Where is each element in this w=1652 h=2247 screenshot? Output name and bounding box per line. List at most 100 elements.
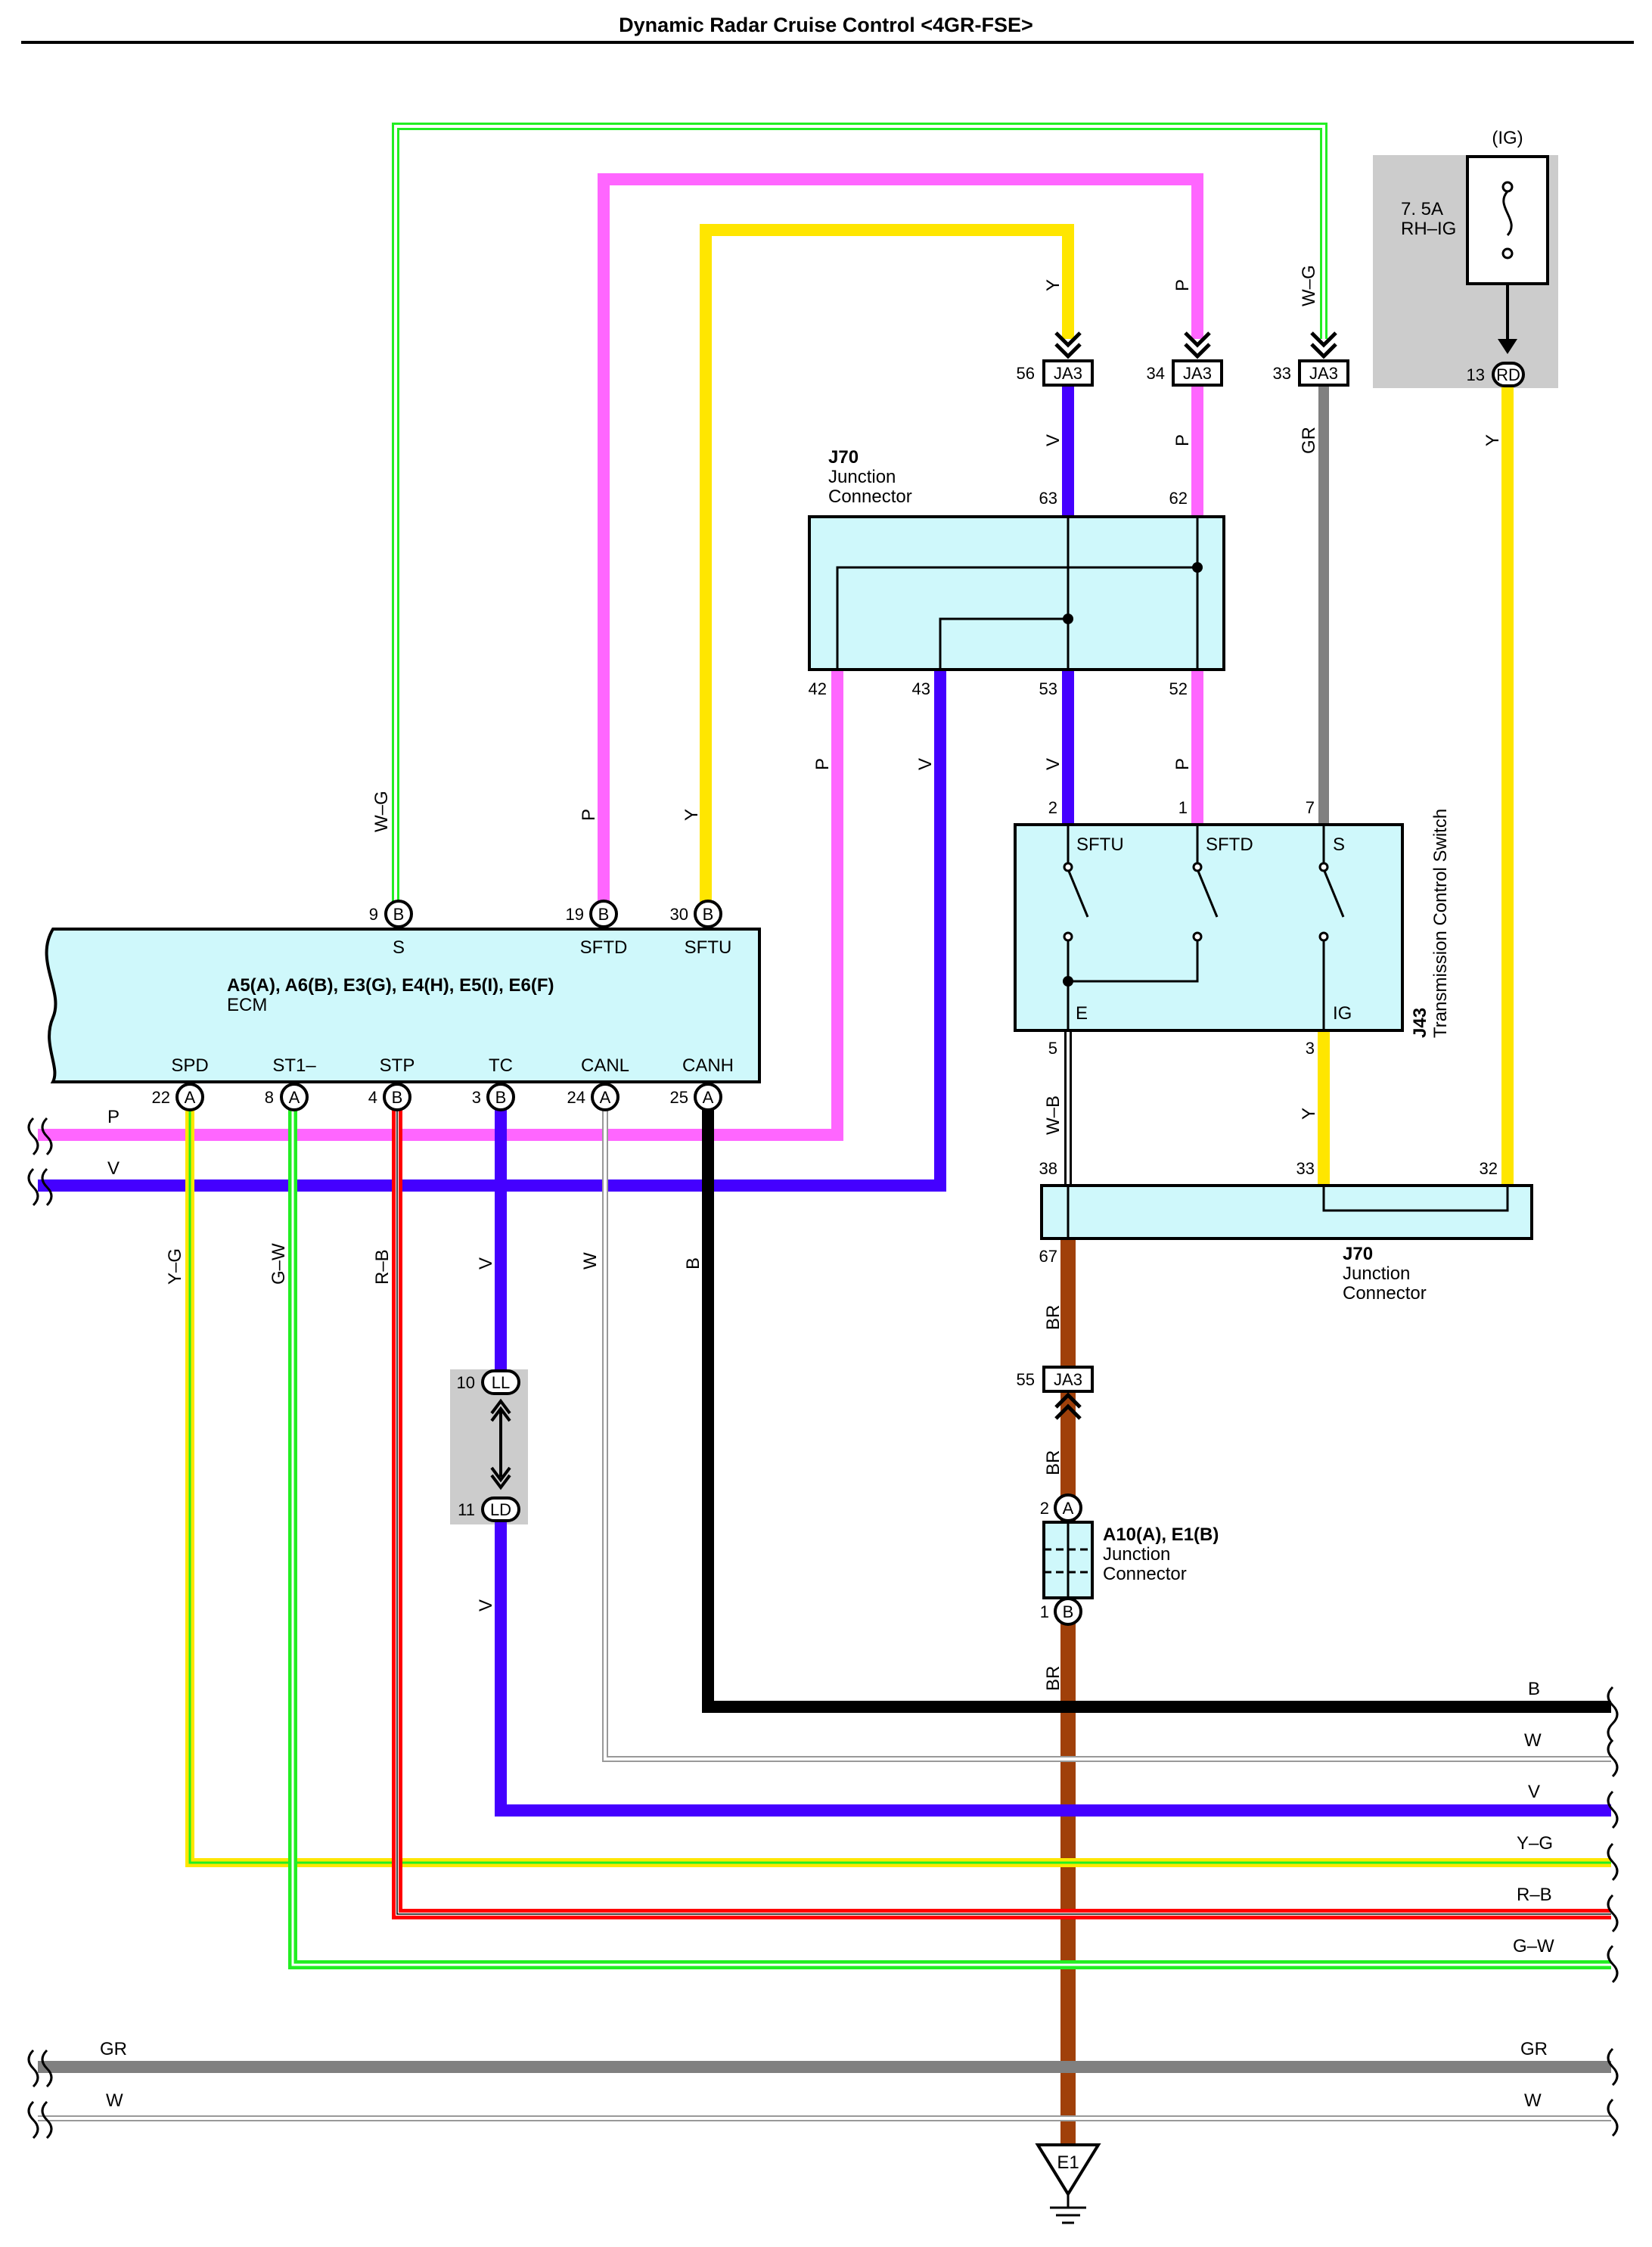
svg-text:B: B [683,1257,703,1270]
svg-text:SFTU: SFTU [1076,834,1124,855]
diagram-title: Dynamic Radar Cruise Control <4GR-FSE> [619,14,1033,36]
svg-text:ST1–: ST1– [272,1055,316,1076]
wire-p-sftd-top [598,173,1203,902]
svg-text:LD: LD [490,1500,511,1519]
svg-text:P: P [579,809,599,821]
wire-y-g-spd [185,1096,1611,1867]
break-marks-right [1607,1686,1619,2137]
wire-p-bus [38,670,843,1141]
svg-text:55: 55 [1017,1370,1035,1389]
svg-text:V: V [1043,758,1064,770]
svg-text:1: 1 [1040,1602,1049,1621]
j70-top-connector: J70 Junction Connector 63 62 42 43 53 52 [808,447,1225,698]
svg-text:SFTD: SFTD [580,937,628,958]
svg-text:B: B [1063,1602,1074,1621]
svg-text:B: B [598,905,610,924]
svg-text:W: W [580,1252,601,1270]
svg-text:V: V [1043,434,1064,446]
svg-text:53: 53 [1039,679,1057,698]
svg-text:5: 5 [1048,1039,1057,1058]
svg-text:JA3: JA3 [1309,364,1338,383]
ecm-block: A5(A), A6(B), E3(G), E4(H), E5(I), E6(F)… [45,928,761,1083]
j70-top-id: J70 [828,447,859,468]
fuse-rating: 7. 5A [1401,199,1443,219]
svg-text:V: V [476,1257,496,1270]
svg-text:62: 62 [1169,489,1188,508]
svg-text:CANH: CANH [682,1055,734,1076]
svg-text:Y: Y [1043,279,1064,291]
ja3-pin-34: JA3 34 [1147,331,1223,387]
svg-text:1: 1 [1178,798,1188,817]
svg-text:W–G: W–G [371,791,392,832]
fuse-rh-ig: (IG) 7. 5A RH–IG 13 RD [1401,128,1549,387]
svg-text:8: 8 [265,1088,274,1107]
j70-bottom-connector: 38 33 32 67 J70 Junction Connector [1039,1159,1533,1304]
j43-transmission-control-switch: SFTU SFTD S E IG 2 1 7 5 3 J43 Transmiss… [1014,798,1451,1058]
svg-text:A: A [289,1088,300,1107]
svg-text:3: 3 [472,1088,481,1107]
ja3-pin-55: JA3 55 [1017,1366,1094,1420]
fuse-supply-label: (IG) [1492,128,1523,148]
wire-r-b-stp [392,1096,1611,1919]
wire-color-labels: W–G P Y Y P W–G V P GR Y P V V P W–B Y B… [165,265,1503,1691]
svg-text:P: P [1172,758,1193,770]
ecm-top-pins: B 9 B 19 B 30 [369,900,722,928]
svg-text:63: 63 [1039,489,1057,508]
svg-text:S: S [1333,834,1345,855]
svg-text:GR: GR [100,2039,127,2059]
svg-text:Connector: Connector [1103,1564,1187,1584]
svg-text:A: A [185,1088,196,1107]
svg-text:A: A [600,1088,611,1107]
svg-text:SPD: SPD [171,1055,208,1076]
svg-text:42: 42 [809,679,827,698]
a10-title: A10(A), E1(B) [1103,1524,1219,1545]
svg-text:38: 38 [1039,1159,1057,1178]
svg-text:33: 33 [1296,1159,1315,1178]
svg-text:V: V [1528,1782,1540,1802]
svg-text:SFTD: SFTD [1206,834,1253,855]
wire-v-tc-lower [495,1509,1611,1817]
svg-text:B: B [393,905,405,924]
svg-text:4: 4 [368,1088,377,1107]
svg-text:SFTU: SFTU [685,937,732,958]
pin-34: 34 [1147,364,1165,383]
wire-w-g-ecm-s [392,123,1328,902]
svg-text:2: 2 [1048,798,1057,817]
svg-text:7: 7 [1306,798,1315,817]
svg-text:P: P [1172,434,1193,446]
a10-e1-junction-connector: A 2 B 1 A10(A), E1(B) Junction Connector [1040,1493,1219,1626]
svg-text:R–B: R–B [372,1249,393,1285]
fuse-conn-rd: RD [1496,365,1520,384]
j43-id: J43 [1410,1008,1430,1038]
svg-text:32: 32 [1480,1159,1498,1178]
svg-text:9: 9 [369,905,378,924]
svg-text:STP: STP [380,1055,415,1076]
svg-text:Junction: Junction [828,467,896,487]
j70-bottom-id: J70 [1343,1244,1373,1264]
svg-text:CANL: CANL [581,1055,629,1076]
svg-text:V: V [107,1158,120,1179]
svg-text:R–B: R–B [1517,1885,1552,1905]
pin-33: 33 [1273,364,1291,383]
svg-text:LL: LL [492,1373,510,1392]
svg-text:E: E [1076,1003,1088,1024]
svg-text:A: A [1063,1499,1074,1518]
svg-text:GR: GR [1520,2039,1548,2059]
svg-text:BR: BR [1043,1305,1064,1330]
svg-text:V: V [476,1599,496,1611]
wire-v-bus [38,670,946,1192]
svg-text:Junction: Junction [1103,1544,1170,1565]
svg-text:JA3: JA3 [1054,364,1082,383]
fuse-name: RH–IG [1401,219,1456,239]
svg-text:W: W [1524,1730,1542,1751]
ja3-pin-33: JA3 33 [1273,331,1349,387]
svg-text:Y: Y [1483,434,1503,446]
svg-text:2: 2 [1040,1499,1049,1518]
svg-text:B: B [703,905,714,924]
pin-56: 56 [1017,364,1035,383]
svg-text:W–B: W–B [1043,1096,1064,1135]
svg-text:10: 10 [457,1373,475,1392]
fuse-pin-13: 13 [1467,365,1485,384]
wire-g-w-st1 [288,1096,1611,1969]
